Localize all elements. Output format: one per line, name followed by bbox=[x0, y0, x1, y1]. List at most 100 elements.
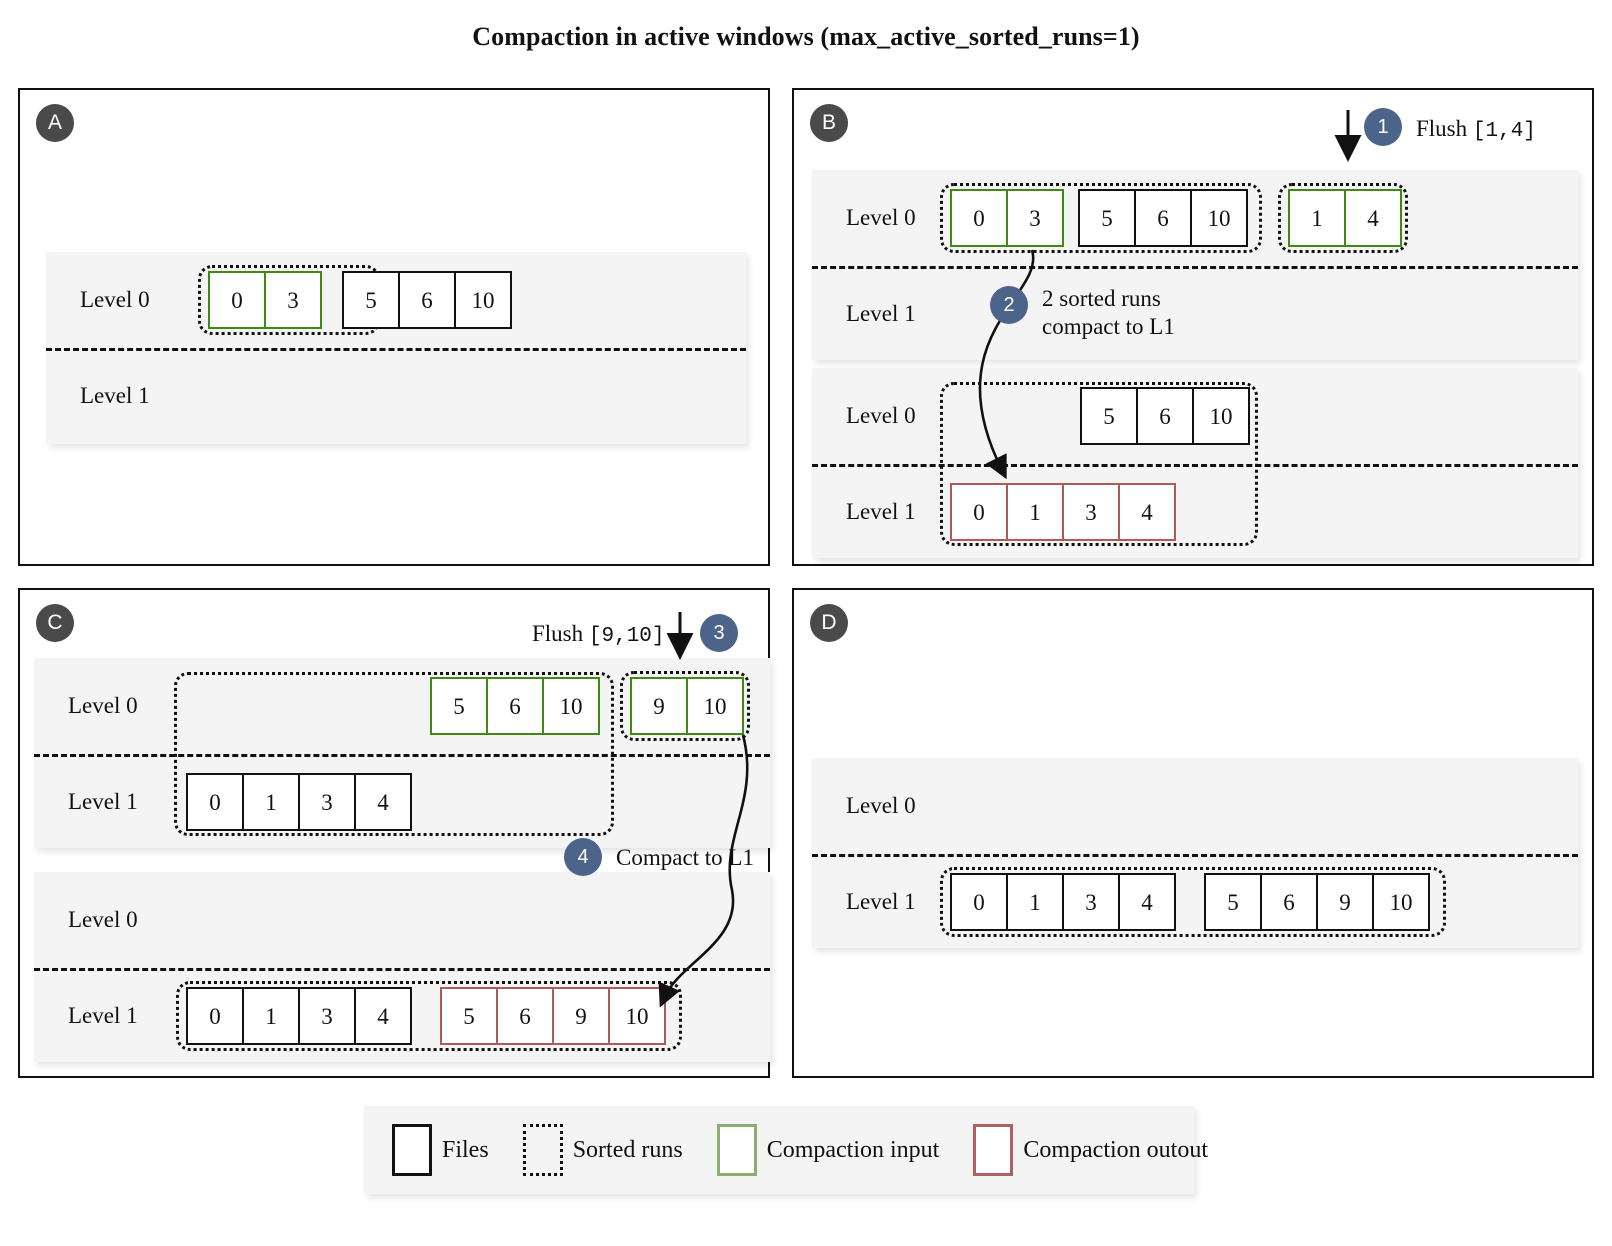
flush-text: Flush bbox=[1416, 116, 1468, 141]
file-box: 9 bbox=[630, 677, 688, 735]
level0-label: Level 0 bbox=[68, 693, 138, 718]
file-box: 3 bbox=[1062, 873, 1120, 931]
level0-row: Level 0 0 3 5 6 10 bbox=[46, 252, 746, 348]
page-title: Compaction in active windows (max_active… bbox=[472, 22, 1140, 51]
level-divider bbox=[46, 348, 746, 351]
file-box: 10 bbox=[542, 677, 600, 735]
file-box: 5 bbox=[430, 677, 488, 735]
file-box: 3 bbox=[298, 987, 356, 1045]
flush-range: [1,4] bbox=[1472, 120, 1536, 143]
file-box: 1 bbox=[1006, 873, 1064, 931]
panel-b: B 1 Flush [1,4] Level 0 0 3 5 6 bbox=[792, 88, 1594, 566]
step-badge-1: 1 bbox=[1364, 108, 1402, 146]
file-run-output: 0 1 3 4 bbox=[950, 483, 1176, 541]
level1-row: Level 1 bbox=[46, 348, 746, 444]
file-box: 4 bbox=[1118, 873, 1176, 931]
panel-c: C Flush [9,10] 3 Level 0 5 6 10 bbox=[18, 588, 770, 1078]
file-box: 6 bbox=[496, 987, 554, 1045]
file-box: 10 bbox=[1192, 387, 1250, 445]
level1-label: Level 1 bbox=[68, 789, 138, 814]
level1-row: Level 1 0 1 3 4 bbox=[812, 464, 1578, 560]
file-box: 6 bbox=[1134, 189, 1192, 247]
file-run: 0 1 3 4 bbox=[950, 873, 1176, 931]
level-block-a: Level 0 0 3 5 6 10 Level 1 bbox=[46, 252, 746, 444]
file-box: 10 bbox=[454, 271, 512, 329]
file-box: 0 bbox=[186, 987, 244, 1045]
level1-label: Level 1 bbox=[846, 301, 916, 326]
legend-item-compaction-input: Compaction input bbox=[716, 1124, 974, 1176]
file-box: 6 bbox=[1260, 873, 1318, 931]
legend-item-sorted-runs: Sorted runs bbox=[522, 1124, 717, 1176]
file-run: 5 6 10 bbox=[1080, 387, 1250, 445]
panel-letter-badge: B bbox=[810, 104, 848, 142]
flush-range: [9,10] bbox=[588, 625, 665, 648]
file-box: 3 bbox=[1062, 483, 1120, 541]
file-box: 4 bbox=[354, 987, 412, 1045]
level0-label: Level 0 bbox=[846, 793, 916, 818]
file-box: 0 bbox=[208, 271, 266, 329]
level-divider bbox=[812, 266, 1578, 269]
step-2-line2: compact to L1 bbox=[1042, 314, 1175, 340]
files-swatch-icon bbox=[392, 1124, 432, 1176]
level-block-c-before: Level 0 5 6 10 9 10 Level 1 0 1 3 4 bbox=[34, 658, 770, 848]
file-box: 0 bbox=[186, 773, 244, 831]
level0-row: Level 0 0 3 5 6 10 1 4 bbox=[812, 170, 1578, 266]
legend-item-files: Files bbox=[392, 1124, 523, 1176]
file-run: 0 1 3 4 bbox=[186, 773, 412, 831]
file-run-output: 5 6 9 10 bbox=[440, 987, 666, 1045]
legend-label: Sorted runs bbox=[572, 1136, 683, 1163]
level1-row: Level 1 bbox=[812, 266, 1578, 362]
legend-item-compaction-output: Compaction outout bbox=[973, 1124, 1242, 1176]
level0-row: Level 0 5 6 10 bbox=[812, 368, 1578, 464]
level1-row: Level 1 0 1 3 4 bbox=[34, 754, 770, 850]
level-divider bbox=[812, 854, 1578, 857]
file-box: 10 bbox=[608, 987, 666, 1045]
file-run: 5 6 9 10 bbox=[1204, 873, 1430, 931]
file-run-input: 0 3 bbox=[950, 189, 1064, 247]
step-2-label: 2 sorted runs compact to L1 bbox=[1042, 285, 1175, 341]
step-2-line1: 2 sorted runs bbox=[1042, 286, 1161, 311]
file-box: 4 bbox=[1118, 483, 1176, 541]
step-3-label: Flush [9,10] bbox=[532, 620, 665, 650]
level0-row: Level 0 bbox=[34, 872, 770, 968]
file-box: 1 bbox=[1288, 189, 1346, 247]
level0-label: Level 0 bbox=[68, 907, 138, 932]
step-4-label: Compact to L1 bbox=[616, 845, 754, 870]
step-1-label: Flush [1,4] bbox=[1416, 115, 1536, 145]
level-block-b-after: Level 0 5 6 10 Level 1 0 1 3 4 bbox=[812, 368, 1578, 558]
level1-label: Level 1 bbox=[68, 1003, 138, 1028]
file-box: 9 bbox=[1316, 873, 1374, 931]
file-box: 5 bbox=[1078, 189, 1136, 247]
file-box: 5 bbox=[1080, 387, 1138, 445]
file-box: 5 bbox=[440, 987, 498, 1045]
file-box: 0 bbox=[950, 189, 1008, 247]
sorted-runs-swatch-icon bbox=[522, 1124, 563, 1176]
file-box: 3 bbox=[264, 271, 322, 329]
file-box: 4 bbox=[1344, 189, 1402, 247]
step-badge-4: 4 bbox=[564, 838, 602, 876]
file-run-input: 0 3 bbox=[208, 271, 322, 329]
legend-label: Compaction input bbox=[766, 1136, 940, 1163]
level1-row: Level 1 0 1 3 4 5 6 9 10 bbox=[812, 854, 1578, 950]
file-box: 5 bbox=[1204, 873, 1262, 931]
flush-text: Flush bbox=[532, 621, 584, 646]
file-box: 0 bbox=[950, 873, 1008, 931]
file-run: 5 6 10 bbox=[1078, 189, 1248, 247]
file-box: 1 bbox=[242, 773, 300, 831]
legend: Files Sorted runs Compaction input Compa… bbox=[364, 1106, 1208, 1194]
legend-label: Compaction outout bbox=[1023, 1136, 1208, 1163]
level0-row: Level 0 5 6 10 9 10 bbox=[34, 658, 770, 754]
file-run: 5 6 10 bbox=[342, 271, 512, 329]
level0-label: Level 0 bbox=[846, 205, 916, 230]
level-block-b-before: Level 0 0 3 5 6 10 1 4 Level 1 bbox=[812, 170, 1578, 360]
panel-a: A Level 0 0 3 5 6 10 Level 1 bbox=[18, 88, 770, 566]
level0-label: Level 0 bbox=[846, 403, 916, 428]
panel-letter-badge: D bbox=[810, 604, 848, 642]
file-run-input: 1 4 bbox=[1288, 189, 1402, 247]
file-box: 6 bbox=[1136, 387, 1194, 445]
level-divider bbox=[34, 754, 770, 757]
file-box: 10 bbox=[686, 677, 744, 735]
file-box: 6 bbox=[486, 677, 544, 735]
level1-label: Level 1 bbox=[846, 499, 916, 524]
panel-d: D Level 0 Level 1 0 1 3 4 5 6 9 10 bbox=[792, 588, 1594, 1078]
